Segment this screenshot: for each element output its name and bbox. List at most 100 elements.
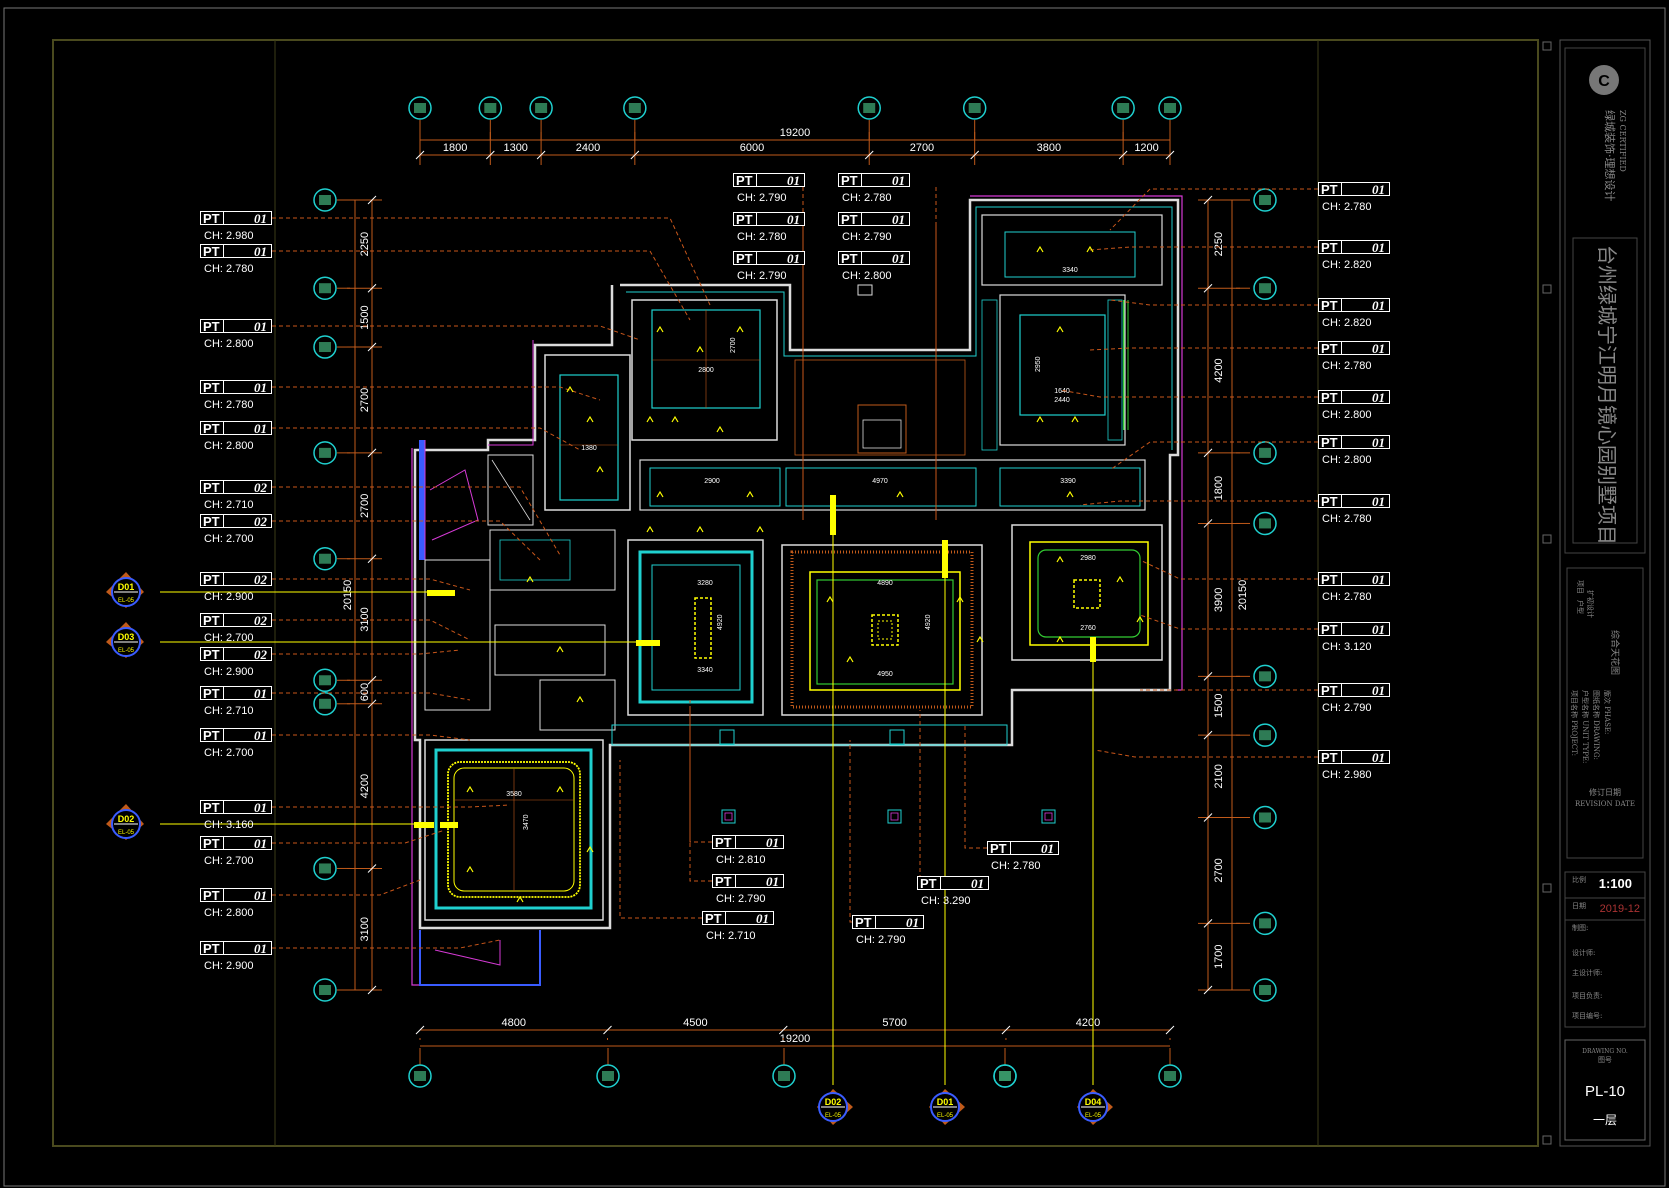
light-fixture [466, 785, 474, 793]
leader-line [272, 427, 581, 451]
dimension-segment: 1700 [1213, 944, 1225, 968]
tag-number: 01 [1372, 390, 1385, 405]
ceiling-height: CH: 2.820 [1322, 317, 1372, 329]
light-fixture [1036, 245, 1044, 253]
tag-number: 01 [1372, 683, 1385, 698]
tag-code: PT [203, 686, 220, 701]
leader-line [272, 520, 541, 561]
tag-number: 01 [1372, 182, 1385, 197]
light-fixture [656, 490, 664, 498]
dimension-segment: 2700 [1213, 858, 1225, 882]
tag-code: PT [1321, 341, 1338, 356]
dimension-slash [1203, 813, 1213, 822]
dimension-slash [778, 1025, 788, 1035]
tag-code: PT [203, 888, 220, 903]
tag-code: PT [203, 380, 220, 395]
axis-bubble [313, 335, 337, 359]
dimension-segment: 3100 [359, 917, 371, 941]
project-field: 版次 PHASE: [1603, 690, 1612, 734]
light-fixture [846, 655, 854, 663]
axis-bubble [313, 188, 337, 212]
tag-number: 01 [254, 421, 267, 436]
room-dimension: 4950 [877, 671, 893, 678]
marker-id: D02 [825, 1097, 842, 1107]
ceiling-height: CH: 2.710 [204, 499, 254, 511]
dimension-segment: 4200 [1213, 358, 1225, 382]
tag-number: 01 [254, 836, 267, 851]
light-fixture [1036, 415, 1044, 423]
revision-label: 修订日期 [1589, 787, 1621, 797]
side-note: 项目 [1576, 580, 1584, 594]
leader-line [272, 619, 471, 641]
drawing-frame [52, 39, 1539, 1147]
tag-number: 01 [1372, 494, 1385, 509]
tag-code: PT [1321, 435, 1338, 450]
tag-number: 01 [1372, 341, 1385, 356]
leader-line [1109, 188, 1318, 231]
dimension-slash [536, 150, 546, 160]
leader-line [1109, 441, 1318, 471]
scale-value: 1:100 [1599, 876, 1632, 891]
room-dimension: 2950 [1035, 356, 1042, 372]
staff-field: 项目负责: [1572, 991, 1602, 1000]
room-dimension: 2900 [704, 478, 720, 485]
ceiling-height: CH: 3.120 [1322, 641, 1372, 653]
ceiling-height: CH: 2.790 [737, 192, 787, 204]
room-dimension: 4920 [925, 614, 932, 630]
tag-code: PT [1321, 390, 1338, 405]
leader-line [1139, 559, 1318, 580]
ceiling-height: CH: 2.900 [204, 591, 254, 603]
axis-bubble [623, 96, 647, 120]
tag-number: 01 [254, 941, 267, 956]
tag-code: PT [203, 319, 220, 334]
leader-line [917, 710, 921, 884]
light-fixture [656, 325, 664, 333]
axis-bubble [1253, 441, 1277, 465]
tag-code: PT [715, 835, 732, 850]
tag-number: 01 [971, 876, 984, 891]
dimension-slash [1203, 195, 1213, 205]
tag-code: PT [1321, 298, 1338, 313]
tag-number: 02 [254, 613, 268, 628]
leader-line [272, 649, 461, 655]
project-title: 台州绿城宁江明月镜心园别墅项目 [1595, 245, 1619, 545]
light-fixture [671, 415, 679, 423]
axis-bubble [313, 856, 337, 881]
outer-border [3, 7, 1666, 1187]
tag-code: PT [841, 173, 858, 188]
ceiling-height: CH: 2.900 [204, 960, 254, 972]
side-note: 扩初设计 [1586, 590, 1595, 618]
room-dimension: 2980 [1080, 555, 1096, 562]
axis-bubble [962, 96, 987, 120]
room-dimension: 4970 [872, 478, 888, 485]
dimension-segment: 2700 [910, 142, 934, 154]
dimension-segment: 1300 [503, 142, 527, 154]
light-fixture [646, 415, 654, 423]
light-fixture [756, 525, 764, 533]
dimension-slash [367, 342, 377, 352]
tag-code: PT [203, 480, 220, 495]
building-outline [413, 198, 1180, 930]
ceiling-height: CH: 2.790 [1322, 702, 1372, 714]
leader-line [272, 734, 471, 741]
marker-sheet: EL-05 [118, 648, 135, 654]
axis-bubble [478, 96, 503, 120]
tag-code: PT [1321, 240, 1338, 255]
tag-number: 01 [1372, 298, 1385, 313]
company-logo [1589, 65, 1619, 95]
dimension-segment: 2400 [576, 142, 600, 154]
